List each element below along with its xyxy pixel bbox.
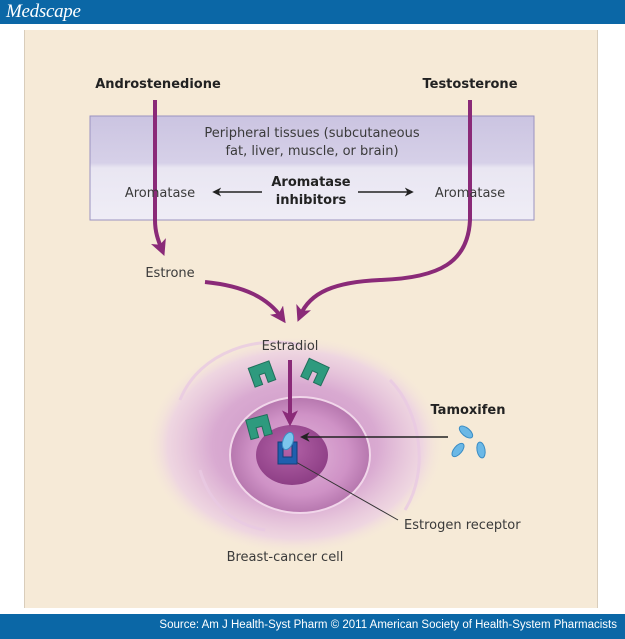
- estrone-label: Estrone: [145, 266, 194, 281]
- estrogen-receptor-shape: [277, 431, 298, 465]
- breast-cancer-cell-label: Breast-cancer cell: [227, 550, 344, 565]
- estradiol-label: Estradiol: [262, 339, 319, 354]
- aromatase-left-label: Aromatase: [125, 186, 195, 201]
- tamoxifen-label: Tamoxifen: [430, 403, 505, 418]
- aromatase-inhibitors-line2: inhibitors: [276, 193, 347, 208]
- peripheral-tissues-line1: Peripheral tissues (subcutaneous: [204, 126, 419, 141]
- estrogen-receptor-label: Estrogen receptor: [404, 518, 521, 533]
- aromatase-inhibitor-molecule: [300, 357, 330, 387]
- testosterone-arrow: [296, 100, 472, 322]
- androstenedione-arrow: [151, 100, 166, 256]
- tamoxifen-molecules: [451, 425, 486, 459]
- androstenedione-label: Androstenedione: [95, 77, 221, 92]
- receptor-pointer-line: [295, 461, 399, 521]
- aromatase-inhibitor-molecule: [247, 360, 277, 388]
- aromatase-inhibitors-line1: Aromatase: [271, 175, 350, 190]
- brand-logo: Medscape: [6, 1, 81, 22]
- peripheral-tissues-panel: [89, 115, 535, 221]
- aromatase-right-label: Aromatase: [435, 186, 505, 201]
- header-bar: Medscape: [0, 0, 625, 24]
- testosterone-label: Testosterone: [422, 77, 517, 92]
- footer-bar: Source: Am J Health-Syst Pharm © 2011 Am…: [0, 614, 625, 639]
- aromatase-inhibitor-molecule: [245, 413, 273, 441]
- peripheral-tissues-line2: fat, liver, muscle, or brain): [225, 144, 398, 159]
- source-credit: Source: Am J Health-Syst Pharm © 2011 Am…: [159, 619, 617, 631]
- estrone-to-estradiol-arrow: [204, 280, 286, 324]
